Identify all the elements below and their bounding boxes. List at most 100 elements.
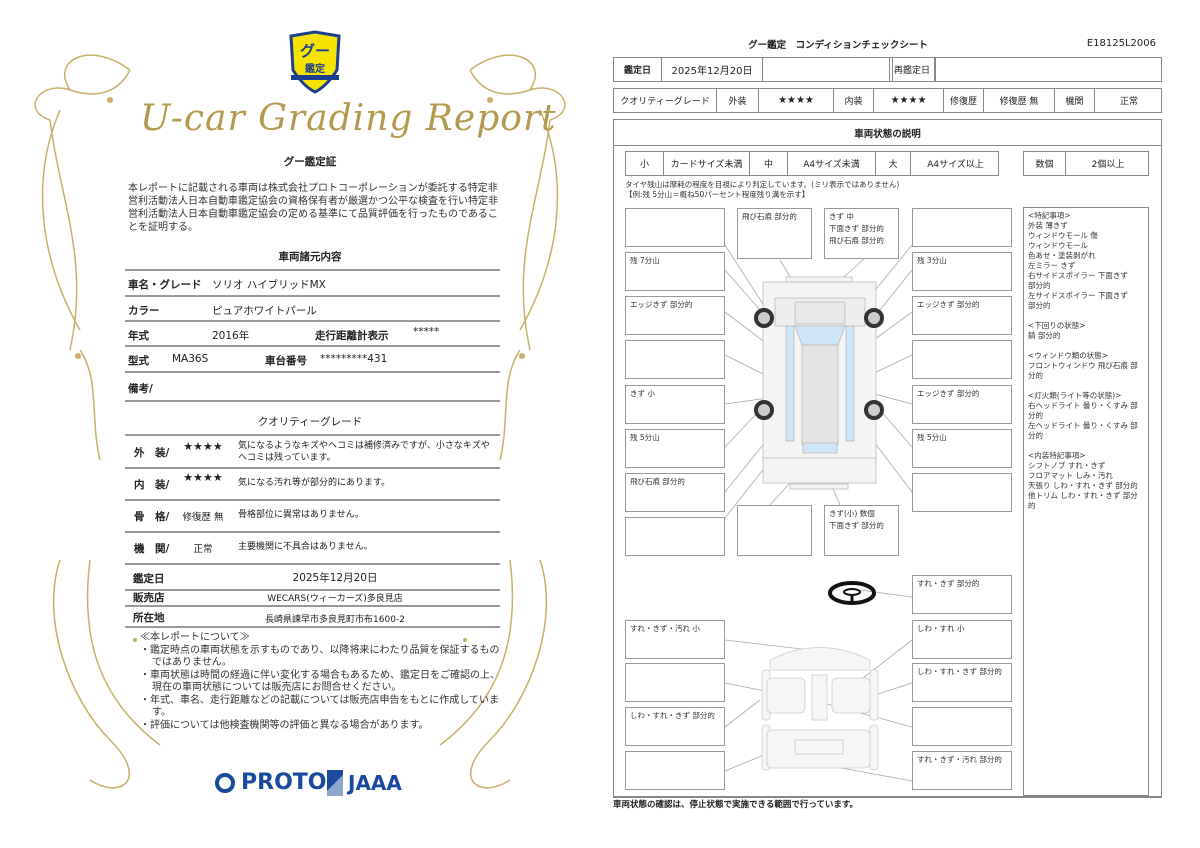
grade-row-cell: 外装: [717, 89, 759, 112]
remark-line: 左サイドスポイラー 下面きず: [1028, 291, 1128, 300]
proto-mark-icon: [215, 772, 235, 793]
proto-logo: PROTO: [215, 770, 326, 795]
sheet-date-label: 鑑定日: [614, 58, 662, 81]
remark-line: 色あせ・塗装剥がれ: [1028, 251, 1096, 260]
exterior-condition-box: 残 3分山: [912, 252, 1012, 291]
grade-description: 骨格部位に異常はありません。: [238, 510, 364, 520]
exterior-condition-box: [737, 505, 812, 556]
grade-description: 気になる汚れ等が部分的にあります。: [238, 478, 391, 488]
certificate-intro: 本レポートに記載される車両は株式会社プロトコーポレーションが委託する特定非営利活…: [128, 183, 498, 233]
section-title: 車両状態の説明: [614, 120, 1161, 146]
remark-line: 錆 部分的: [1028, 331, 1061, 340]
notes-title: ≪本レポートについて≫: [140, 632, 250, 643]
steering-wheel-icon: [828, 581, 876, 605]
exterior-condition-box: エッジきず 部分的: [625, 296, 725, 335]
exterior-condition-box: [912, 340, 1012, 379]
reinspect-label: 再鑑定日: [889, 58, 935, 81]
divider: [125, 320, 500, 322]
note-item: ・年式、車名、走行距離などの記載については販売店申告をもとに作成しています。: [140, 694, 499, 719]
certificate-title: グー鑑定証: [283, 156, 337, 168]
jaaa-mark-icon: [327, 770, 343, 796]
grade-row-cell: 修復歴 無: [984, 89, 1055, 112]
address-label: 所在地: [133, 612, 165, 624]
exterior-condition-box: [625, 340, 725, 379]
remark-line: [1028, 311, 1144, 321]
exterior-condition-box: 残 5分山: [625, 429, 725, 468]
grade-label: 骨 格/: [134, 511, 170, 523]
divider: [125, 499, 500, 501]
size-legend-cell: A4サイズ以上: [927, 160, 984, 170]
remark-line: ウィンドウモール 傷: [1028, 231, 1098, 240]
tire-note: タイヤ残山は摩耗の程度を目視により判定しています。(ミリ表示ではありません): [625, 180, 900, 189]
grade-row-cell: 機関: [1055, 89, 1095, 112]
remark-line: シフトノブ すれ・きず: [1028, 461, 1106, 470]
exterior-condition-box: [912, 473, 1012, 512]
empty-cell: [763, 58, 893, 81]
svg-text:鑑定: 鑑定: [305, 62, 325, 75]
size-legend-cell: 中: [750, 152, 788, 175]
model-label: 型式: [128, 355, 149, 367]
divider: [125, 295, 500, 297]
exterior-condition-box: 飛び石痕 部分的: [737, 208, 812, 259]
grade-value: 正常: [193, 544, 213, 555]
exterior-condition-box: 飛び石痕 部分的: [625, 473, 725, 512]
footer-divider: [613, 797, 1162, 798]
car-interior-view: [761, 647, 879, 771]
count-value: 2個以上: [1091, 160, 1125, 170]
remarks-box: <特記事項>外装 薄きずウィンドウモール 傷ウィンドウモール色あせ・塗装剥がれ左…: [1023, 207, 1149, 796]
remark-line: 部分的: [1028, 301, 1051, 310]
remark-line: 他トリム しわ・すれ・きず 部分的: [1028, 491, 1138, 510]
jaaa-logo: JAAA: [327, 770, 402, 796]
grade-label: 機 関/: [134, 543, 170, 555]
grade-row-cell: ★★★★: [874, 89, 944, 112]
grade-value: 修復歴 無: [182, 512, 224, 523]
grade-row-cell: 内装: [834, 89, 874, 112]
leader-lines: [724, 244, 913, 782]
model-value: MA36S: [172, 353, 209, 365]
remark-line: ウィンドウモール: [1028, 241, 1088, 250]
divider: [125, 345, 500, 347]
grade-label: 内 装/: [134, 479, 170, 491]
date-value: 2025年12月20日: [292, 572, 378, 584]
exterior-condition-box: きず(小) 数個 下面きず 部分的: [824, 505, 899, 556]
grade-row-cell: クオリティーグレード: [614, 89, 717, 112]
divider: [125, 269, 500, 271]
remark-line: 部分的: [1028, 281, 1051, 290]
ornamental-frame: [34, 54, 566, 789]
exterior-condition-box: 残 5分山: [912, 429, 1012, 468]
grade-value: ★★★★: [183, 440, 223, 453]
remark-line: [1028, 381, 1144, 391]
grade-row-cell: ★★★★: [759, 89, 834, 112]
name-value: ソリオ ハイブリッドMX: [212, 279, 326, 291]
sheet-title: グー鑑定 コンディションチェックシート: [748, 40, 928, 51]
interior-condition-box: [912, 707, 1012, 746]
mileage-value: *****: [413, 326, 440, 338]
date-label: 鑑定日: [133, 573, 165, 585]
divider: [125, 434, 500, 436]
shop-label: 販売店: [133, 592, 165, 604]
sheet-id: E18125L2006: [1086, 38, 1156, 49]
remark-line: <下回りの状態>: [1028, 321, 1086, 330]
tire-icons: [754, 308, 884, 420]
divider: [125, 531, 500, 533]
sheet-footer: 車両状態の確認は、停止状態で実施できる範囲で行っています。: [613, 800, 859, 810]
interior-condition-box: [625, 751, 725, 790]
remark-line: <内装特記事項>: [1028, 451, 1086, 460]
grade-row: クオリティーグレード外装★★★★内装★★★★修復歴修復歴 無機関正常: [613, 88, 1162, 113]
count-label: 数個: [1024, 152, 1066, 175]
grade-description: 主要機関に不具合はありません。: [238, 542, 373, 552]
note-item: ・車両状態は時間の経過に伴い変化する場合もあるため、鑑定日をご確認の上、現在の車…: [140, 669, 500, 694]
year-value: 2016年: [212, 330, 250, 342]
note-item: ・評価については他検査機関等の評価と異なる場合があります。: [140, 719, 429, 731]
divider: [125, 589, 500, 591]
chassis-value: *********431: [320, 353, 388, 365]
size-legend-cell: カードサイズ未満: [664, 152, 750, 175]
note-item: ・鑑定時点の車両状態を示すものであり、以降将来にわたり品質を保証するものではあり…: [140, 644, 500, 669]
grade-label: 外 装/: [134, 447, 170, 459]
address-value: 長崎県諫早市多良見町市布1600-2: [265, 615, 405, 625]
grade-row-cell: 修復歴: [944, 89, 984, 112]
chassis-label: 車台番号: [265, 355, 307, 367]
size-legend-cell: 小: [626, 152, 664, 175]
mileage-label: 走行距離計表示: [315, 330, 389, 342]
